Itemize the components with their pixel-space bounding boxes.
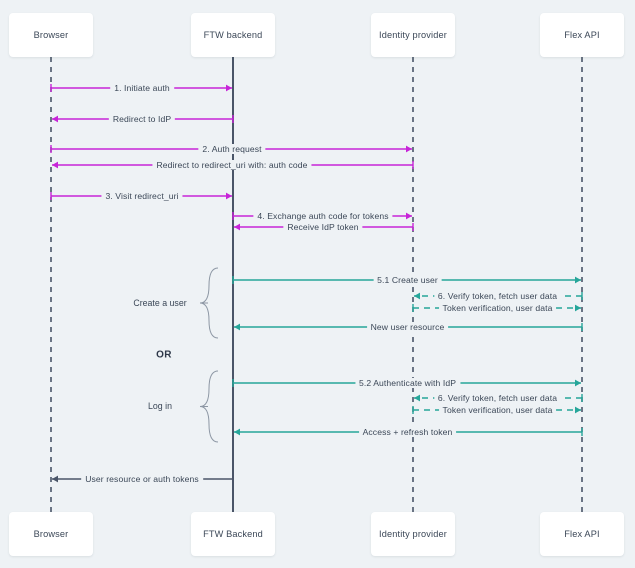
group-label-log-in: Log in [148, 401, 172, 411]
arrow-head-icon [234, 323, 240, 331]
message-label-m8: 5.1 Create user [373, 275, 442, 285]
message-label-m14: Token verification, user data [438, 405, 557, 415]
arrow-head-icon [52, 475, 58, 483]
message-label-m7: Receive IdP token [283, 222, 363, 232]
arrow-head-icon [226, 192, 232, 200]
actor-footer-browser[interactable]: Browser [9, 512, 93, 556]
actor-footer-label: Identity provider [379, 528, 447, 539]
message-label-m3: 2. Auth request [198, 144, 266, 154]
message-label-m16: User resource or auth tokens [81, 474, 203, 484]
actor-footer-flex-api[interactable]: Flex API [540, 512, 624, 556]
actor-header-label: Identity provider [379, 29, 447, 40]
group-separator-or: OR [156, 349, 172, 361]
message-label-m15: Access + refresh token [358, 427, 457, 437]
arrow-head-icon [575, 379, 581, 387]
message-label-m2: Redirect to IdP [108, 114, 176, 124]
actor-footer-identity-provider[interactable]: Identity provider [371, 512, 455, 556]
group-label-create-a-user: Create a user [133, 298, 187, 308]
arrow-head-icon [575, 406, 581, 414]
actor-header-label: FTW backend [203, 29, 263, 40]
arrow-head-icon [234, 223, 240, 231]
arrow-head-icon [52, 161, 58, 169]
group-brace-g1 [199, 267, 219, 339]
message-label-m12: 5.2 Authenticate with IdP [354, 378, 461, 388]
message-label-m6: 4. Exchange auth code for tokens [253, 211, 393, 221]
message-label-m9: 6. Verify token, fetch user data [433, 291, 562, 301]
arrow-head-icon [414, 394, 420, 402]
arrow-head-icon [414, 292, 420, 300]
actor-footer-label: Flex API [564, 528, 600, 539]
message-label-m5: 3. Visit redirect_uri [101, 191, 183, 201]
actor-header-flex-api[interactable]: Flex API [540, 13, 624, 57]
message-label-m4: Redirect to redirect_uri with: auth code [152, 160, 312, 170]
message-label-m10: Token verification, user data [438, 303, 557, 313]
actor-footer-ftw-backend[interactable]: FTW Backend [191, 512, 275, 556]
message-label-m13: 6. Verify token, fetch user data [433, 393, 562, 403]
arrow-head-icon [575, 276, 581, 284]
actor-footer-label: FTW Backend [203, 528, 263, 539]
arrow-head-icon [52, 115, 58, 123]
actor-header-identity-provider[interactable]: Identity provider [371, 13, 455, 57]
arrow-head-icon [226, 84, 232, 92]
actor-header-label: Browser [33, 29, 69, 40]
actor-footer-label: Browser [33, 528, 69, 539]
group-brace-g2 [199, 370, 219, 443]
actor-header-browser[interactable]: Browser [9, 13, 93, 57]
message-label-m1: 1. Initiate auth [110, 83, 174, 93]
arrow-head-icon [406, 145, 412, 153]
message-label-m11: New user resource [366, 322, 449, 332]
arrow-head-icon [406, 212, 412, 220]
actor-header-ftw-backend[interactable]: FTW backend [191, 13, 275, 57]
actor-header-label: Flex API [564, 29, 600, 40]
arrow-head-icon [234, 428, 240, 436]
arrow-head-icon [575, 304, 581, 312]
